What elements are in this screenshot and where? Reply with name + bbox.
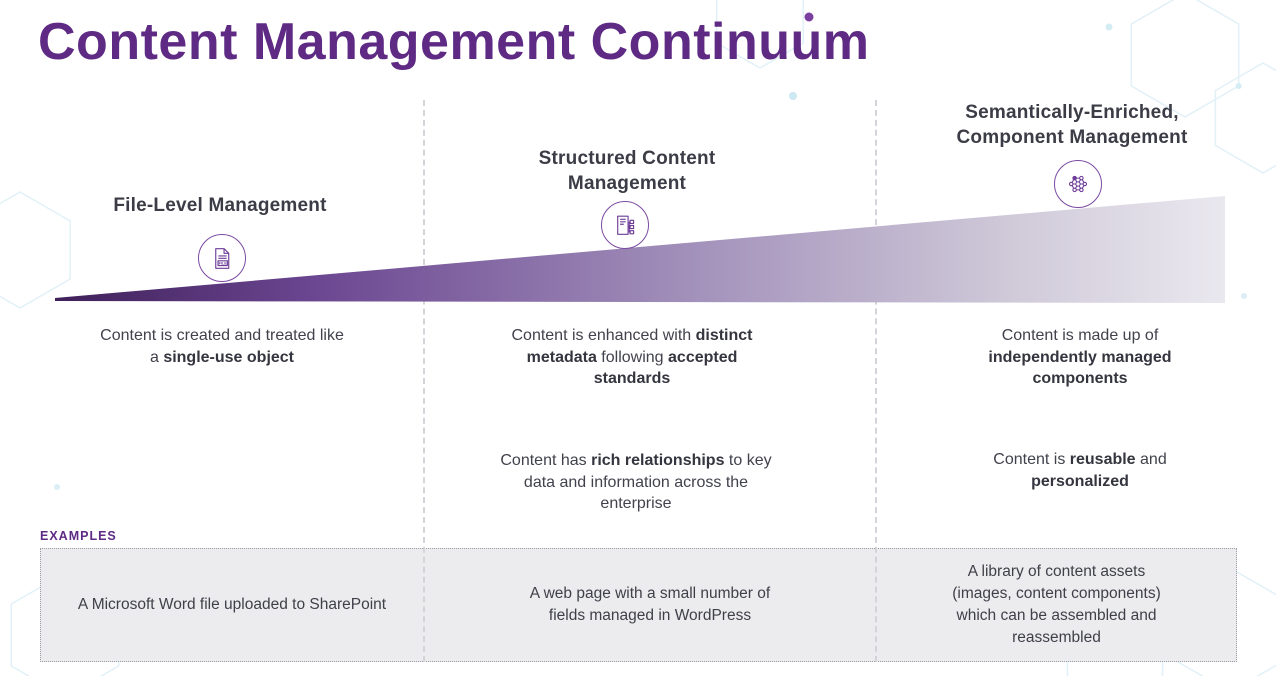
description-semantic-primary: Content is made up of independently mana…: [988, 327, 1172, 388]
example-semantic: A library of content assets (images, con…: [876, 548, 1237, 662]
description-structured-secondary: Content has rich relationships to key da…: [500, 452, 772, 513]
examples-label: EXAMPLES: [40, 529, 117, 543]
column-divider-1: [423, 100, 425, 662]
column-divider-2: [875, 100, 877, 662]
svg-text:FILE: FILE: [218, 261, 227, 265]
example-file-level: A Microsoft Word file uploaded to ShareP…: [40, 548, 424, 662]
description-file-level-primary: Content is created and treated like a si…: [100, 327, 344, 366]
column-header-file-level: File-Level Management: [113, 195, 327, 216]
semantic-network-icon: [1054, 160, 1102, 208]
example-semantic-text: A library of content assets (images, con…: [952, 563, 1161, 646]
description-structured-primary: Content is enhanced with distinct metada…: [511, 327, 753, 388]
column-header-structured: Structured Content Management: [538, 148, 716, 195]
example-structured-text: A web page with a small number of fields…: [529, 585, 771, 624]
structured-document-icon: [601, 201, 649, 249]
example-structured: A web page with a small number of fields…: [424, 548, 876, 662]
description-semantic-secondary: Content is reusable and personalized: [993, 451, 1167, 490]
examples-strip: [40, 548, 1237, 662]
example-file-level-text: A Microsoft Word file uploaded to ShareP…: [77, 596, 387, 613]
file-document-icon: FILE: [198, 234, 246, 282]
column-header-semantic: Semantically-Enriched, Component Managem…: [956, 102, 1188, 149]
page-title: Content Management Continuum: [38, 13, 870, 71]
